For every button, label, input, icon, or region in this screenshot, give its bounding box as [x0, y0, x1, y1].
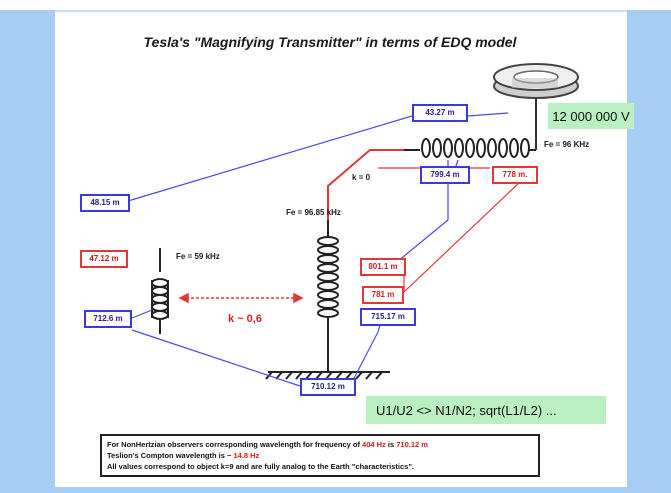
box-715-17: 715.17 m — [360, 308, 416, 326]
left-small-coil — [151, 248, 169, 334]
box-710-12: 710.12 m — [300, 378, 356, 396]
blue-connector-lines — [127, 112, 509, 387]
k-coupling-label: k ~ 0,6 — [228, 313, 262, 325]
box-781: 781 m — [362, 286, 404, 304]
box-799-4: 799.4 m — [420, 166, 470, 184]
fe-middle-label: Fe = 96.85 kHz — [286, 208, 341, 217]
footnote-box: For NonHertzian observers corresponding … — [100, 434, 540, 477]
note-line1-frequency: 404 Hz — [362, 440, 386, 449]
box-43-27: 43.27 m — [412, 104, 468, 122]
right-background-strip — [627, 10, 671, 493]
coupling-arrow — [178, 292, 304, 304]
red-link-line — [327, 149, 404, 220]
note-line1-text: For NonHertzian observers corresponding … — [107, 440, 363, 449]
note-line-2: Teslion's Compton wavelength is ~ 14.8 H… — [107, 450, 533, 461]
ground-symbol-icon — [265, 371, 390, 380]
fe-top-label: Fe = 96 KHz — [544, 140, 590, 149]
bottom-background-strip — [0, 487, 671, 493]
note-line2-text: Teslion's Compton wavelength is ~ — [107, 451, 234, 460]
note-line-3: All values correspond to object k=9 and … — [107, 462, 414, 471]
note-line-1: For NonHertzian observers corresponding … — [107, 439, 533, 450]
box-48-15: 48.15 m — [80, 194, 130, 212]
formula-box: U1/U2 <> N1/N2; sqrt(L1/L2) ... — [366, 396, 606, 424]
note-line2-value: 14.8 Hz — [233, 451, 260, 460]
box-801-1: 801.1 m — [360, 258, 406, 276]
box-712-6: 712.6 m — [84, 310, 132, 328]
note-line1-wavelength: 710.12 m — [396, 440, 428, 449]
formula-text: U1/U2 <> N1/N2; sqrt(L1/L2) ... — [376, 402, 557, 418]
fe-left-label: Fe = 59 kHz — [176, 252, 220, 261]
voltage-label: 12 000 000 V — [548, 103, 634, 129]
box-47-12: 47.12 m — [80, 250, 128, 268]
left-background-strip — [0, 10, 55, 493]
box-778: 778 m. — [492, 166, 538, 184]
page-title: Tesla's "Magnifying Transmitter" in term… — [143, 34, 517, 50]
top-background-strip — [55, 10, 627, 12]
k-zero-label: k = 0 — [352, 173, 371, 182]
note-line1-is: is — [385, 440, 397, 449]
torus-terminal-icon — [493, 63, 579, 150]
top-horizontal-coil — [404, 138, 536, 158]
middle-vertical-coil — [317, 220, 339, 372]
